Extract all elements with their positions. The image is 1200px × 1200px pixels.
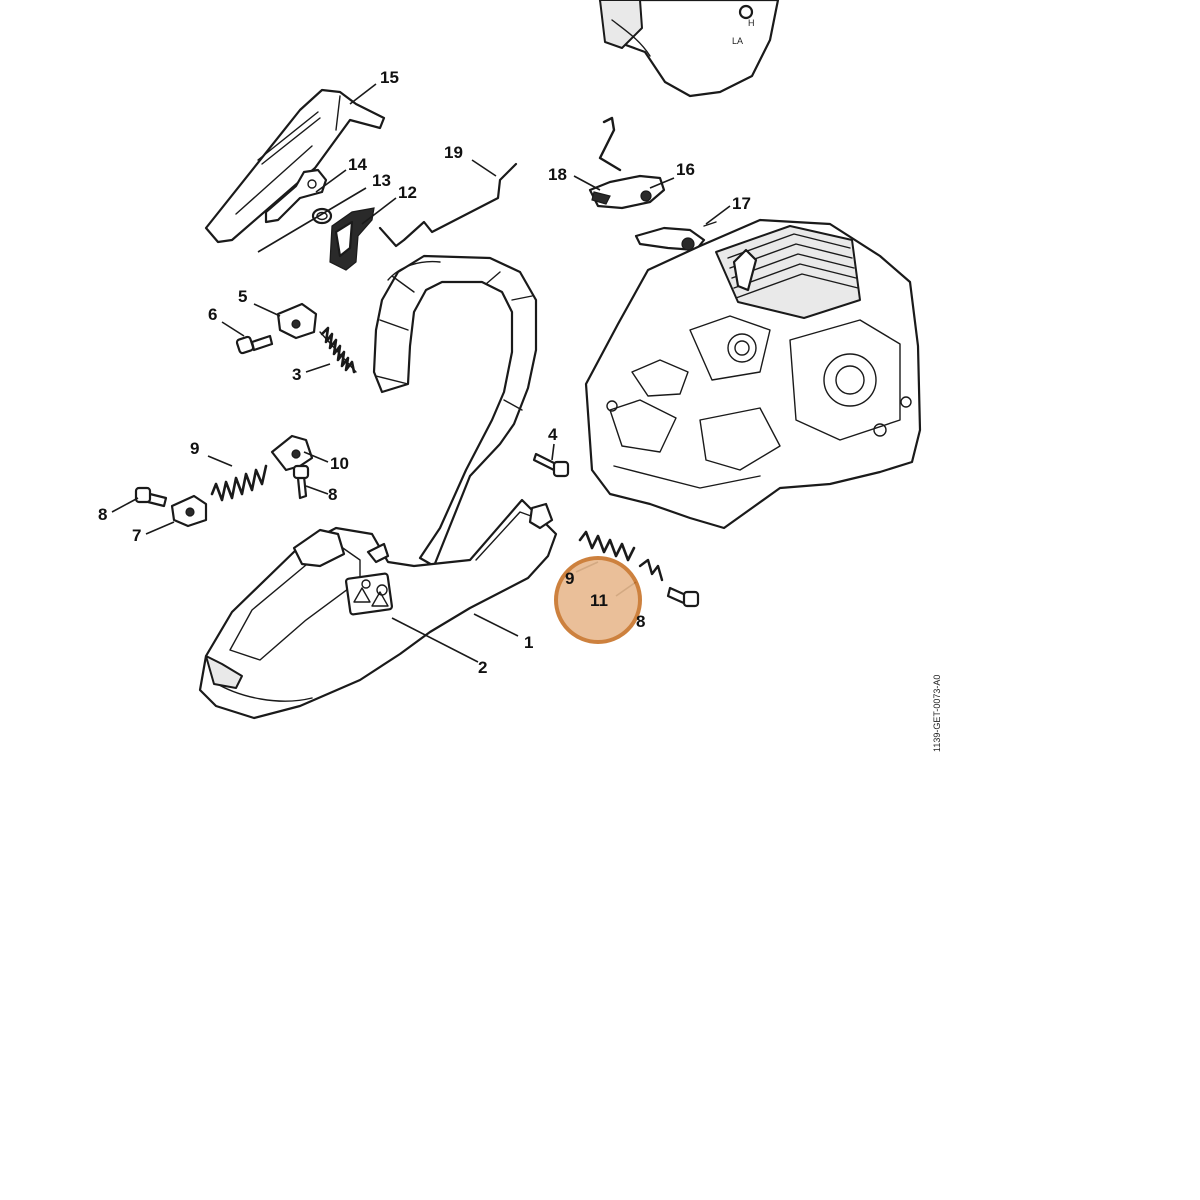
callout-17: 17	[732, 194, 751, 213]
part-6-screw	[235, 334, 274, 355]
part-15-handle-grip	[204, 88, 386, 244]
part-12-trigger	[329, 207, 375, 271]
part-11-annular-buffer	[638, 558, 664, 582]
callout-13: 13	[372, 171, 391, 190]
callout-12: 12	[398, 183, 417, 202]
callout-8-center: 8	[328, 485, 337, 504]
callout-19: 19	[444, 143, 463, 162]
callout-10: 10	[330, 454, 349, 473]
callout-4: 4	[548, 425, 558, 444]
part-9-spring-right	[578, 530, 636, 562]
part-8-screw-right	[666, 586, 700, 608]
part-18-choke-lever	[598, 116, 622, 172]
part-3-spring	[319, 326, 357, 374]
part-13-spring	[311, 207, 333, 225]
callout-3: 3	[292, 365, 301, 384]
callout-7: 7	[132, 526, 141, 545]
engine-block	[584, 218, 922, 530]
part-4-screw	[532, 452, 570, 478]
callout-15: 15	[380, 68, 399, 87]
callout-11: 11	[590, 591, 608, 610]
filter-cover: LA H	[598, 0, 780, 98]
svg-text:H: H	[748, 18, 755, 28]
part-5-buffer	[276, 302, 318, 340]
part-7-buffer	[170, 494, 208, 528]
callout-2: 2	[478, 658, 487, 677]
callout-14: 14	[348, 155, 367, 174]
highlight-marker	[554, 556, 642, 644]
drawing-code: 1139-GET-0073-A0	[932, 675, 942, 752]
callout-9-right: 9	[565, 569, 574, 588]
part-8-screw-left	[134, 486, 168, 508]
callout-labels: 15 14 13 12 19 18 16 17 5 6 3 9 10 8 8 7…	[98, 68, 751, 677]
callout-16: 16	[676, 160, 695, 179]
callout-18: 18	[548, 165, 567, 184]
callout-8-right: 8	[636, 612, 645, 631]
part-1-handle-housing	[198, 254, 558, 720]
part-8-screw-center	[292, 464, 310, 500]
svg-text:LA: LA	[732, 36, 743, 46]
callout-6: 6	[208, 305, 217, 324]
part-10-mount	[270, 434, 314, 472]
part-16-control-shaft	[588, 174, 666, 210]
callout-8-left: 8	[98, 505, 107, 524]
part-19-throttle-rod	[378, 162, 518, 248]
callout-5: 5	[238, 287, 247, 306]
callout-9-left: 9	[190, 439, 199, 458]
callout-1: 1	[524, 633, 533, 652]
part-9-spring-left	[210, 464, 268, 502]
